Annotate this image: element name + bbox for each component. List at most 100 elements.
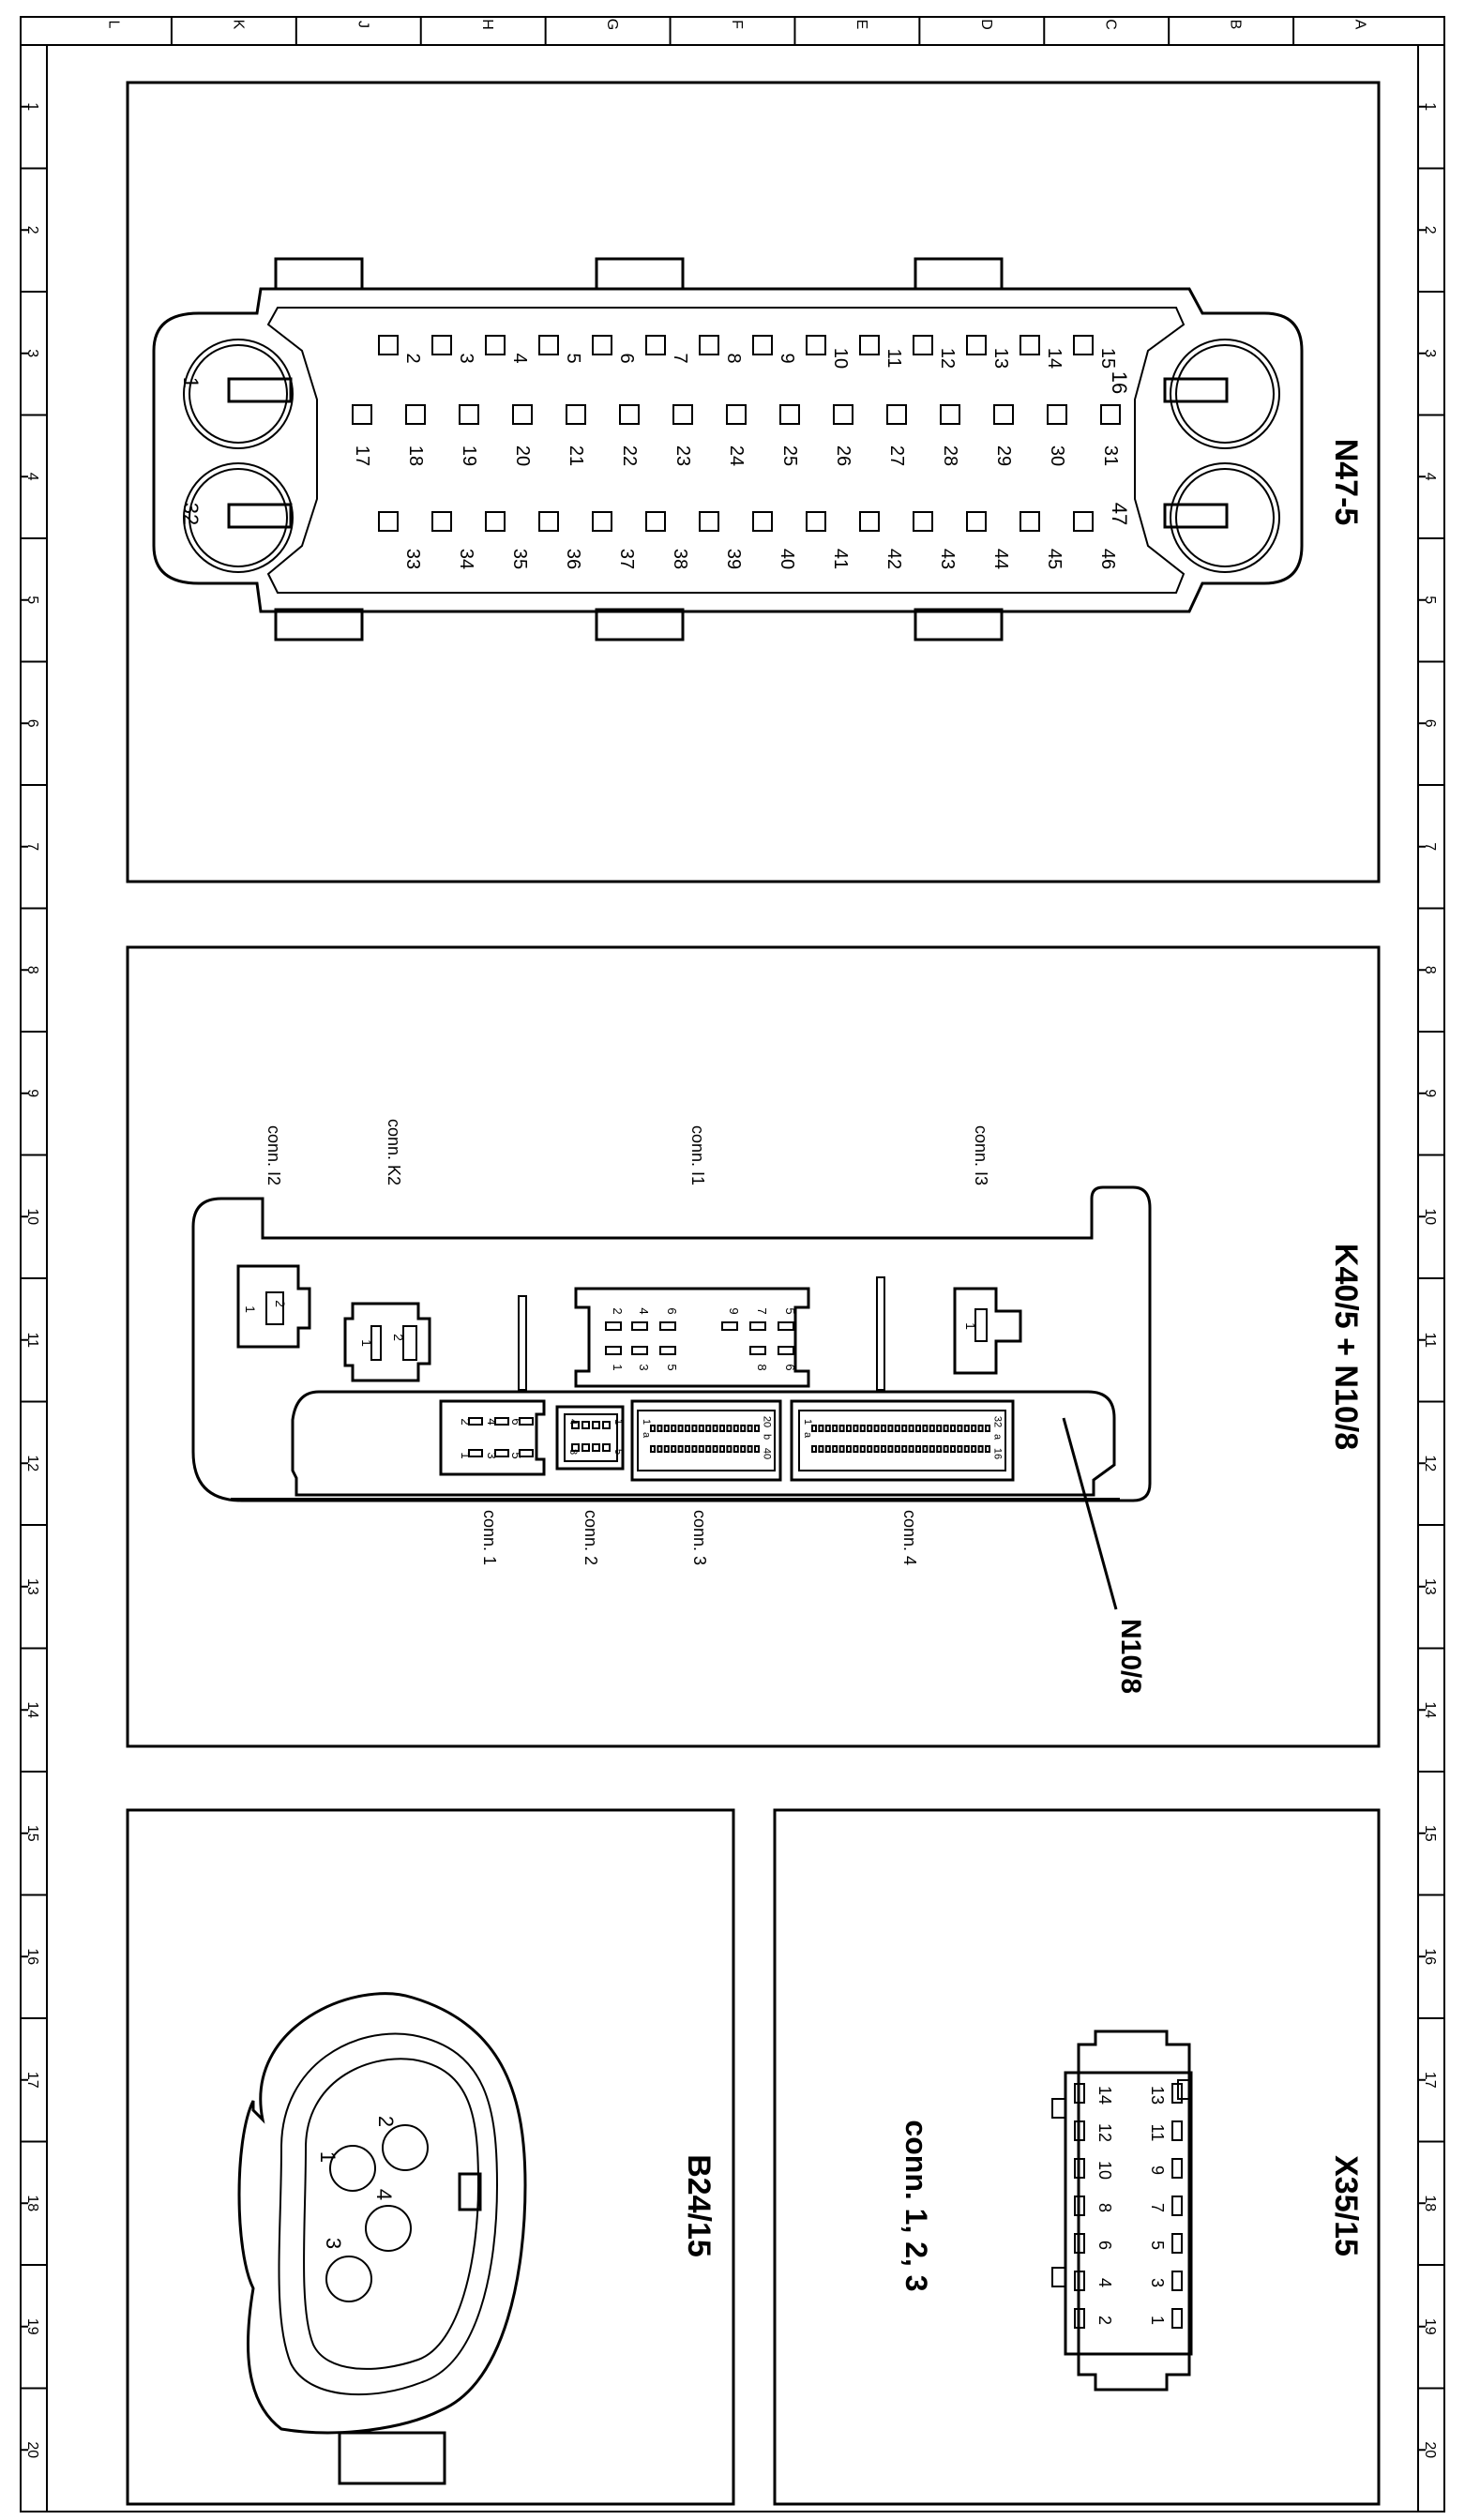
n47-pin-label: 24 xyxy=(726,445,747,466)
conn-2-pin-label: 8 xyxy=(567,1449,579,1455)
conn-i3-socket: 1 xyxy=(953,1287,1022,1375)
row-label-right-9: 9 xyxy=(1422,1089,1438,1097)
row-label-left-4: 4 xyxy=(24,473,40,481)
n47-pin-cell xyxy=(431,511,452,532)
conn-3-pin-label: 20 xyxy=(761,1416,772,1427)
row-label-right-16: 16 xyxy=(1422,1948,1438,1965)
row-label-right-14: 14 xyxy=(1422,1701,1438,1718)
conn-2-pin-label: 4 xyxy=(567,1419,579,1425)
n47-pin-cell xyxy=(752,511,773,532)
row-label-left-3: 3 xyxy=(24,349,40,357)
conn-1-pin-label: 6 xyxy=(509,1418,523,1425)
conn-i1-pin-label: 5 xyxy=(783,1307,797,1314)
panel-k40-title: K40/5 + N10/8 xyxy=(1328,1244,1364,1450)
row-label-right-18: 18 xyxy=(1422,2195,1438,2211)
n47-pin-label: 28 xyxy=(940,445,960,466)
conn-4-pin-label: a xyxy=(802,1432,813,1439)
n47-pin-cell xyxy=(993,404,1014,425)
row-label-left-2: 2 xyxy=(24,226,40,234)
n47-pin-cell xyxy=(672,404,693,425)
conn-4-pin-label: 1 xyxy=(802,1419,813,1425)
row-label-left-19: 19 xyxy=(24,2318,40,2335)
conn-3-pin-label: a xyxy=(641,1432,652,1439)
label-conn-3: conn. 3 xyxy=(690,1510,709,1565)
row-label-right-20: 20 xyxy=(1422,2441,1438,2458)
column-label-h: H xyxy=(479,19,495,30)
n47-pin-cell xyxy=(699,335,719,355)
conn-i1-pin-label: 6 xyxy=(783,1364,797,1370)
panel-b24: B24/15 1 2 3 4 xyxy=(126,1808,735,2506)
n47-pin-label: 23 xyxy=(672,445,693,466)
n47-pin-label: 5 xyxy=(563,353,583,363)
row-label-right-13: 13 xyxy=(1422,1578,1438,1595)
n47-pin-label: 13 xyxy=(990,348,1011,369)
conn-i1-pin-label: 4 xyxy=(637,1307,651,1314)
row-label-right-8: 8 xyxy=(1422,966,1438,974)
label-conn-i2: conn. I2 xyxy=(264,1125,283,1185)
conn-3-pin-label: 40 xyxy=(761,1448,772,1459)
conn-1-pin-label: 2 xyxy=(459,1418,473,1425)
n47-pin-label: 21 xyxy=(566,445,586,466)
n47-pin-cell xyxy=(1073,511,1094,532)
conn-i1-pin-label: 9 xyxy=(727,1307,741,1314)
panel-k40-callout: N10/8 xyxy=(1115,1619,1146,1694)
row-label-right-10: 10 xyxy=(1422,1208,1438,1225)
n47-pin-cell xyxy=(485,511,506,532)
x35-pin-label: 13 xyxy=(1148,2086,1167,2105)
column-label-c: C xyxy=(1103,19,1119,30)
x35-pin-label: 3 xyxy=(1148,2278,1167,2287)
row-label-left-14: 14 xyxy=(24,1701,40,1718)
n47-pin-label-32: 32 xyxy=(179,503,203,525)
x35-pin-label: 10 xyxy=(1095,2161,1114,2180)
row-label-left-1: 1 xyxy=(24,102,40,111)
n47-pin-cell xyxy=(833,404,853,425)
row-label-left-18: 18 xyxy=(24,2195,40,2211)
n47-pin-cell xyxy=(1073,335,1094,355)
conn-3-pin-label: b xyxy=(761,1434,772,1440)
n47-pin-cell xyxy=(966,511,987,532)
n47-pin-cell xyxy=(726,404,747,425)
n47-pin-label: 42 xyxy=(884,549,904,569)
n47-pin-cell xyxy=(405,404,426,425)
label-conn-1: conn. 1 xyxy=(480,1510,499,1565)
x35-pin-label: 7 xyxy=(1148,2203,1167,2212)
row-label-right-15: 15 xyxy=(1422,1825,1438,1842)
n47-pin-cell xyxy=(485,335,506,355)
n47-pin-cell xyxy=(699,511,719,532)
x35-pin-cell xyxy=(1074,2120,1085,2141)
column-label-e: E xyxy=(853,20,869,30)
n47-pin-label: 8 xyxy=(723,353,744,363)
x35-pin-label: 8 xyxy=(1095,2203,1114,2212)
conn-i1-pin-label: 1 xyxy=(611,1364,625,1370)
conn-4-pin-label: a xyxy=(991,1434,1003,1441)
n47-pin-label: 36 xyxy=(563,549,583,569)
n47-pin-label: 19 xyxy=(459,445,479,466)
x35-pin-cell xyxy=(1074,2308,1085,2329)
conn-i1-pin-label: 8 xyxy=(755,1364,769,1370)
x35-pin-cell xyxy=(1074,2158,1085,2179)
x35-pin-label: 12 xyxy=(1095,2123,1114,2142)
label-conn-2: conn. 2 xyxy=(581,1510,600,1565)
n47-pin-label: 14 xyxy=(1044,348,1065,369)
panel-b24-border xyxy=(126,1808,735,2506)
n47-pin-label: 30 xyxy=(1047,445,1067,466)
x35-pin-cell xyxy=(1171,2120,1183,2141)
row-label-right-17: 17 xyxy=(1422,2072,1438,2089)
n47-pin-label-47: 47 xyxy=(1108,503,1131,525)
conn-i2-pin-1: 1 xyxy=(243,1305,258,1313)
row-label-right-12: 12 xyxy=(1422,1455,1438,1471)
n47-pin-cell xyxy=(538,511,559,532)
x35-pin-label: 11 xyxy=(1148,2124,1167,2142)
x35-pin-cell xyxy=(1074,2271,1085,2291)
label-conn-i1: conn. I1 xyxy=(688,1125,707,1185)
conn-1-pin-label: 1 xyxy=(459,1452,473,1458)
row-label-left-17: 17 xyxy=(24,2072,40,2089)
n47-pin-cell xyxy=(1100,404,1121,425)
